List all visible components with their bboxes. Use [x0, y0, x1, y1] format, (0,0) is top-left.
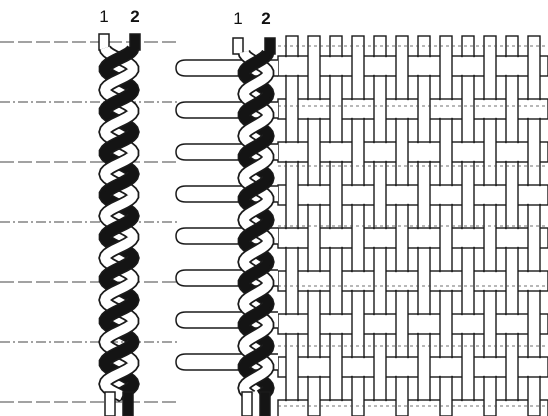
yarn-1-bottom-end: [105, 392, 115, 416]
interlace-cover: [329, 57, 343, 75]
right-leno-yarn-pair: [176, 38, 278, 416]
interlace-cover: [505, 143, 519, 161]
interlace-cover: [395, 272, 409, 290]
left-twisted-yarn-pair: [99, 34, 140, 416]
interlace-cover: [527, 272, 541, 290]
interlace-cover: [285, 143, 299, 161]
interlace-cover: [351, 272, 365, 290]
interlace-cover: [505, 315, 519, 333]
interlace-cover: [395, 100, 409, 118]
left-strand-1-label: 1: [99, 7, 108, 26]
interlace-cover: [373, 57, 387, 75]
interlace-cover: [373, 401, 387, 416]
yarn-2-bottom-end: [260, 392, 270, 416]
interlace-cover: [417, 401, 431, 416]
interlace-cover: [417, 315, 431, 333]
yarn-2-top-end: [265, 38, 275, 54]
interlace-cover: [307, 272, 321, 290]
interlace-cover: [329, 143, 343, 161]
interlace-cover: [505, 401, 519, 416]
interlace-cover: [307, 100, 321, 118]
interlace-cover: [285, 401, 299, 416]
interlace-cover: [329, 315, 343, 333]
interlace-cover: [395, 358, 409, 376]
interlace-cover: [373, 315, 387, 333]
right-strand-1-label: 1: [233, 9, 242, 28]
interlace-cover: [461, 57, 475, 75]
yarn-2-bottom-end: [123, 392, 133, 416]
interlace-cover: [505, 229, 519, 247]
interlace-cover: [285, 315, 299, 333]
interlace-cover: [351, 186, 365, 204]
interlace-cover: [461, 143, 475, 161]
yarn-1-bottom-end: [242, 392, 252, 416]
interlace-cover: [307, 358, 321, 376]
interlace-cover: [373, 143, 387, 161]
dashed-guide-lines: [0, 42, 180, 402]
interlace-cover: [483, 272, 497, 290]
interlace-cover: [483, 358, 497, 376]
interlace-cover: [461, 401, 475, 416]
interlace-cover: [417, 143, 431, 161]
interlace-cover: [483, 100, 497, 118]
yarn-1-top-end: [233, 38, 243, 54]
left-strand-2-label: 2: [130, 7, 139, 26]
interlace-cover: [329, 401, 343, 416]
yarn-2-crossing-core: [124, 386, 132, 392]
interlace-cover: [527, 358, 541, 376]
woven-fabric-grid: [278, 36, 548, 416]
interlace-cover: [307, 186, 321, 204]
interlace-cover: [285, 229, 299, 247]
interlace-cover: [461, 315, 475, 333]
interlace-cover: [439, 186, 453, 204]
interlace-cover: [505, 57, 519, 75]
interlace-cover: [417, 57, 431, 75]
right-strand-2-label: 2: [261, 9, 270, 28]
interlace-cover: [483, 186, 497, 204]
interlace-cover: [373, 229, 387, 247]
interlace-cover: [527, 186, 541, 204]
interlace-cover: [439, 272, 453, 290]
interlace-cover: [285, 57, 299, 75]
interlace-cover: [439, 358, 453, 376]
interlace-cover: [351, 100, 365, 118]
interlace-cover: [329, 229, 343, 247]
interlace-cover: [417, 229, 431, 247]
interlace-cover: [395, 186, 409, 204]
interlace-cover: [527, 100, 541, 118]
interlace-cover: [461, 229, 475, 247]
interlace-cover: [351, 358, 365, 376]
interlace-cover: [439, 100, 453, 118]
